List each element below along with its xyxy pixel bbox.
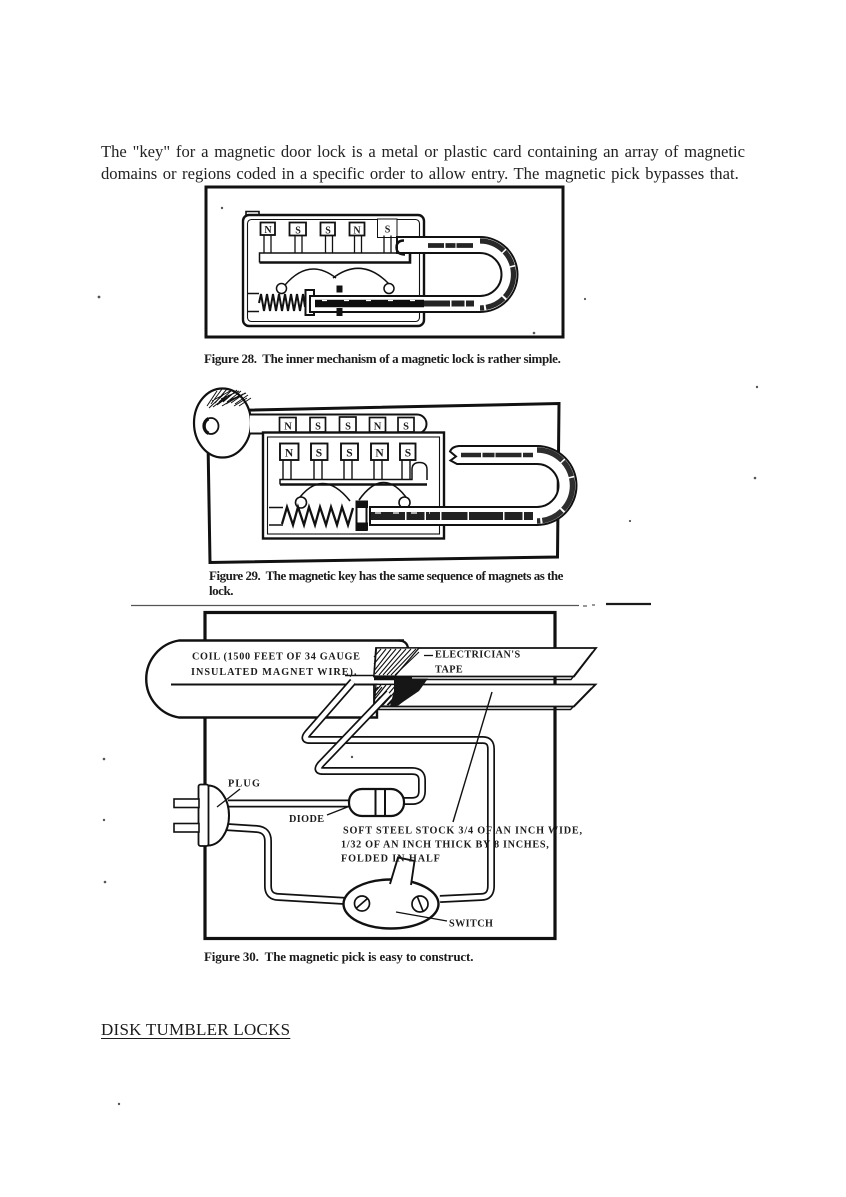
- svg-text:S: S: [345, 422, 351, 433]
- svg-text:N: N: [374, 422, 382, 433]
- svg-text:S: S: [346, 448, 352, 460]
- svg-text:COIL (1500 FEET OF 34 GAUGE: COIL (1500 FEET OF 34 GAUGE: [192, 652, 361, 663]
- svg-text:S: S: [315, 422, 321, 433]
- svg-text:N: N: [285, 448, 294, 460]
- svg-text:ELECTRICIAN'S: ELECTRICIAN'S: [435, 650, 521, 661]
- svg-text:INSULATED MAGNET WIRE).: INSULATED MAGNET WIRE).: [191, 667, 358, 678]
- svg-text:S: S: [405, 448, 411, 460]
- svg-text:S: S: [385, 225, 391, 236]
- svg-text:N: N: [375, 448, 384, 460]
- svg-text:S: S: [316, 448, 322, 460]
- svg-text:1/32 OF AN INCH THICK BY 8 INC: 1/32 OF AN INCH THICK BY 8 INCHES,: [341, 840, 550, 851]
- svg-text:S: S: [325, 226, 331, 237]
- svg-text:S: S: [295, 226, 301, 237]
- svg-text:DIODE: DIODE: [289, 814, 324, 825]
- svg-text:FOLDED IN HALF: FOLDED IN HALF: [341, 854, 441, 865]
- svg-text:N: N: [284, 422, 292, 433]
- svg-text:S: S: [403, 422, 409, 433]
- svg-text:PLUG: PLUG: [228, 779, 261, 790]
- svg-text:SOFT STEEL STOCK 3/4 OF AN INC: SOFT STEEL STOCK 3/4 OF AN INCH WIDE,: [343, 826, 583, 837]
- svg-text:N: N: [353, 226, 361, 237]
- svg-text:TAPE: TAPE: [435, 665, 463, 676]
- svg-text:SWITCH: SWITCH: [449, 919, 493, 930]
- svg-text:N: N: [264, 225, 272, 236]
